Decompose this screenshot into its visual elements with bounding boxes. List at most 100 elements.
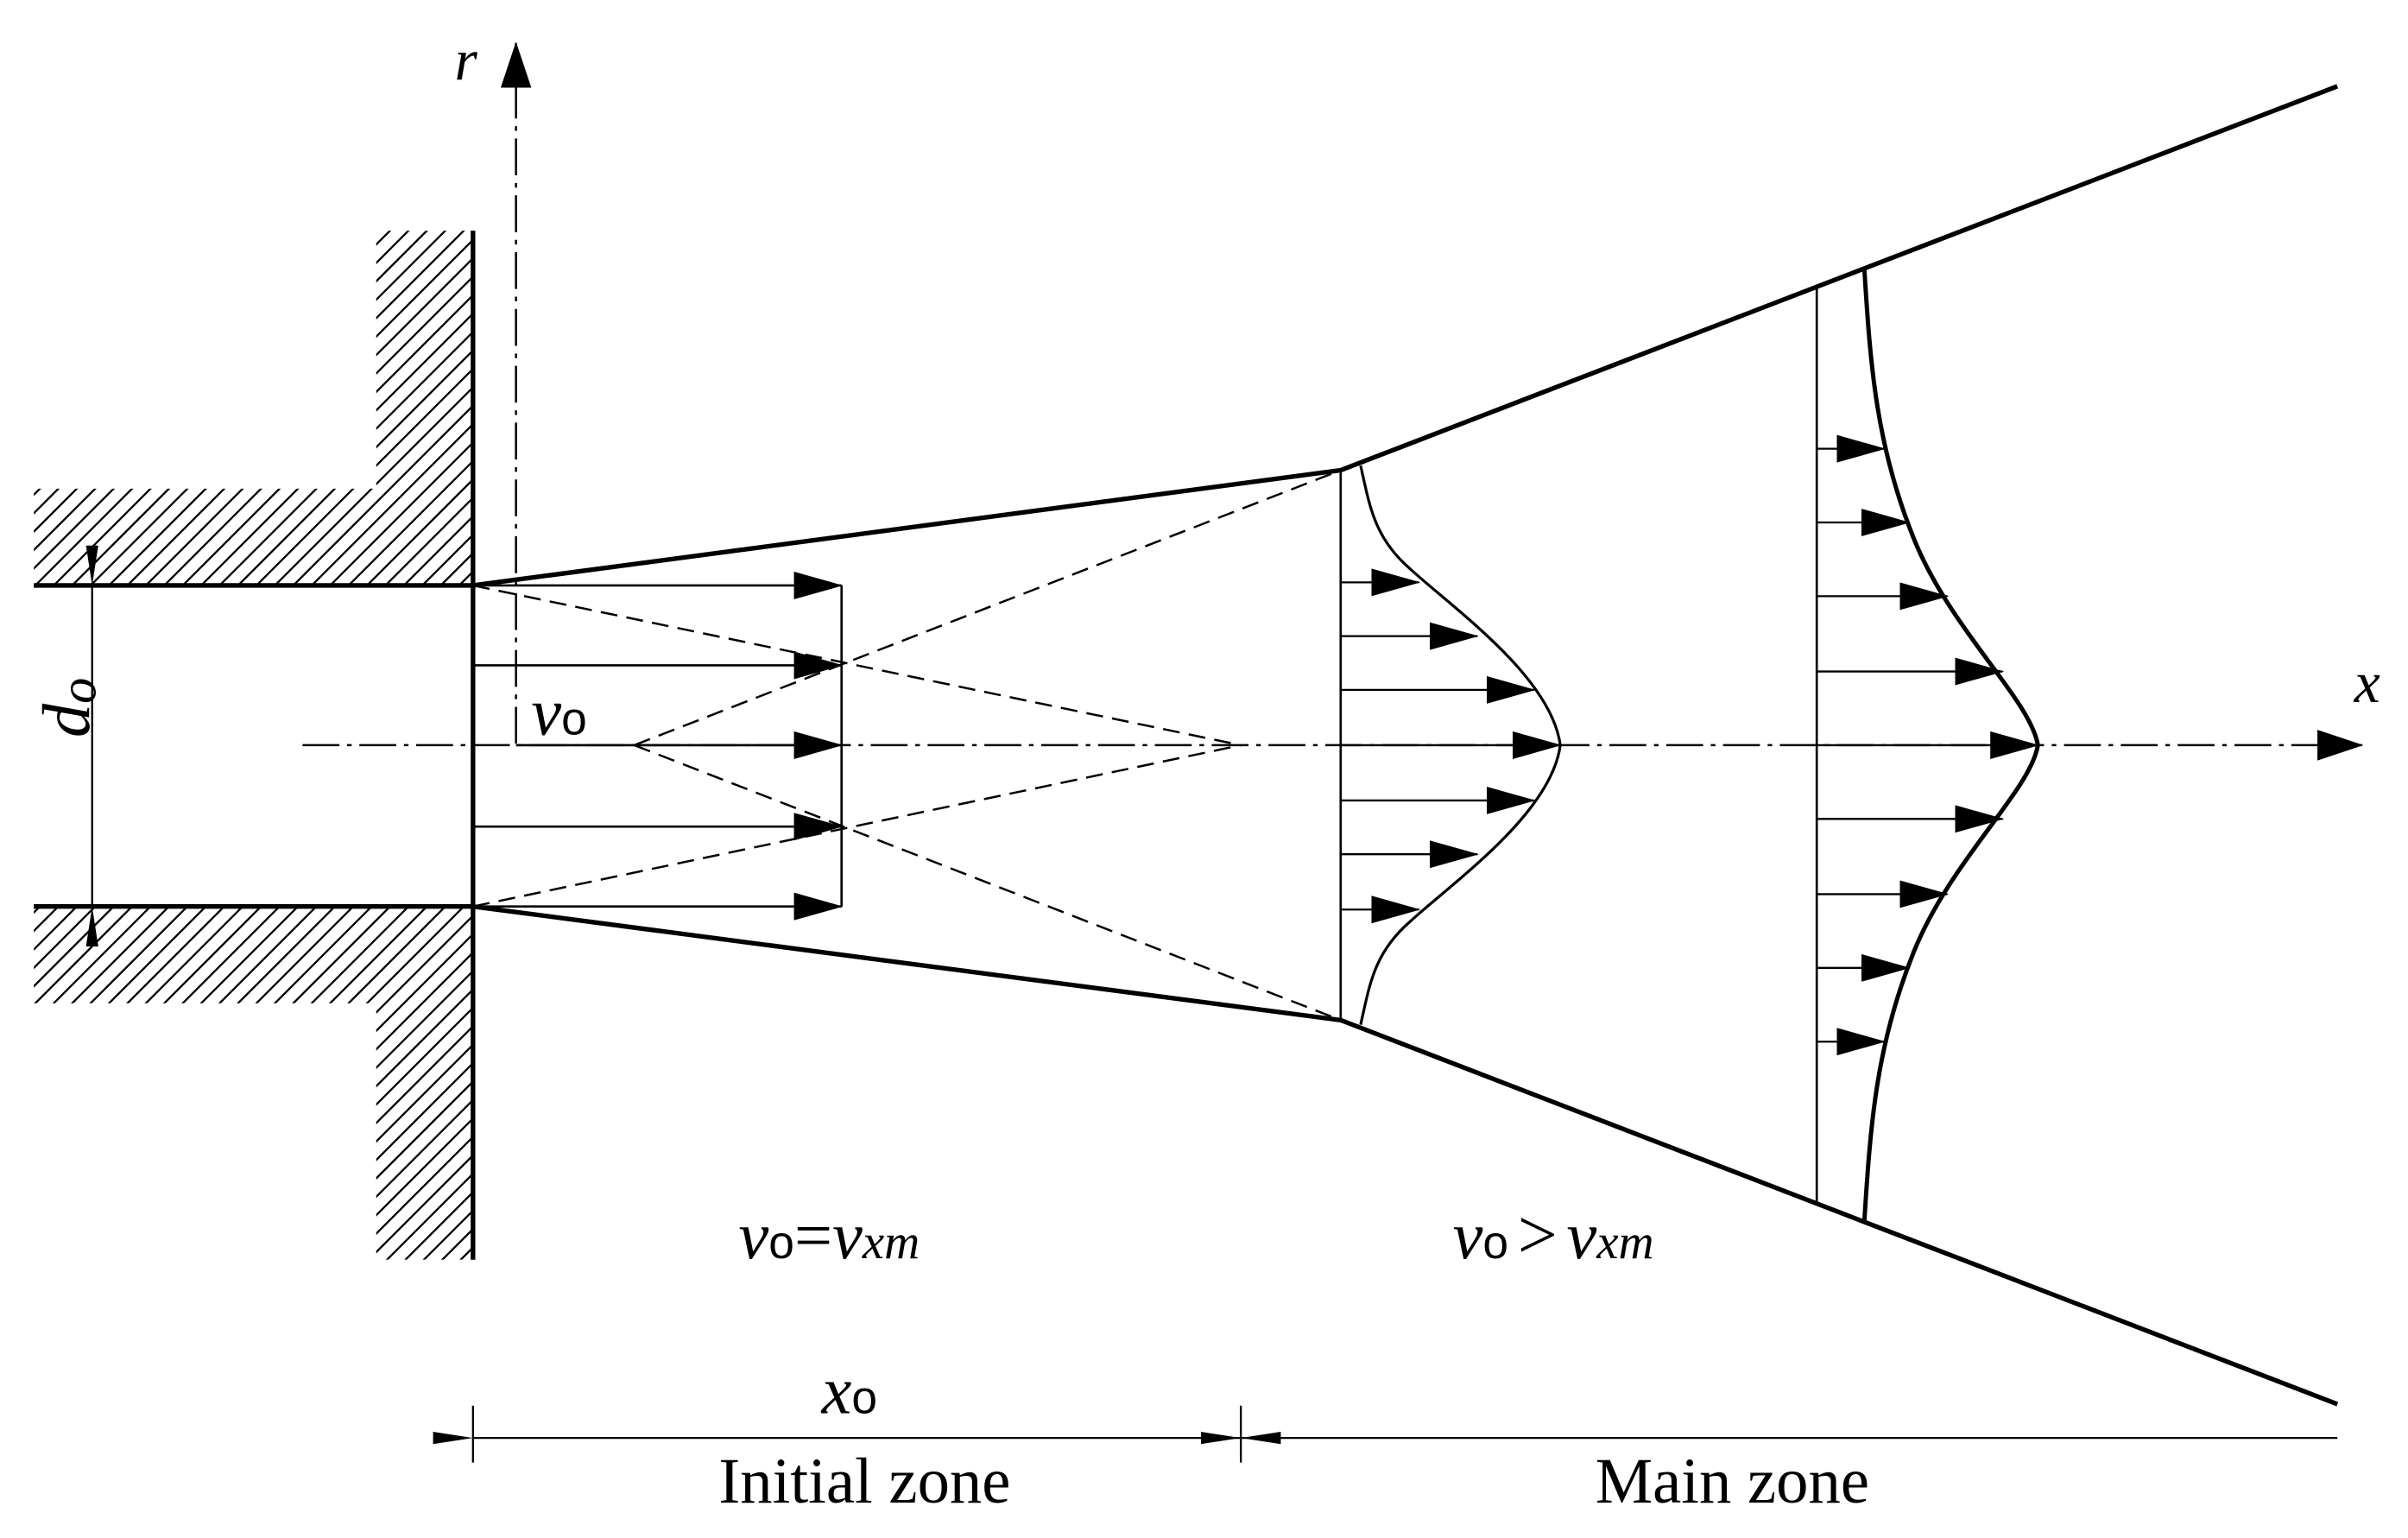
- hatch-line: [426, 231, 473, 585]
- hatch-line: [242, 231, 473, 585]
- hatch-line: [501, 215, 885, 599]
- hatch-line: [370, 906, 473, 1260]
- hatch-line: [352, 231, 473, 585]
- hatch-line: [556, 215, 940, 599]
- hatch-line: [149, 906, 473, 1260]
- hatch-line: [814, 215, 1198, 599]
- hatch-line: [315, 231, 473, 585]
- hatch-line: [34, 231, 111, 585]
- hatch-line: [34, 231, 259, 585]
- hatch-line: [34, 231, 370, 585]
- hatch-line: [34, 906, 38, 1260]
- hatch-line: [34, 906, 130, 1260]
- hatch-line: [574, 215, 958, 599]
- hatch-line: [112, 231, 473, 585]
- initial-zone-length-label: xo: [821, 1353, 877, 1428]
- hatch-line: [315, 906, 473, 1260]
- main-zone-label: Main zone: [1596, 1446, 1869, 1517]
- hatch-line: [685, 215, 1069, 599]
- hatch-line: [869, 215, 1254, 599]
- hatch-line: [167, 906, 473, 1260]
- hatch-line: [167, 231, 473, 585]
- nozzle-wall-lower: [0, 891, 473, 1275]
- hatch-line: [34, 906, 296, 1260]
- hatch-line: [34, 231, 222, 585]
- hatch-line: [34, 231, 314, 585]
- hatch-line: [149, 231, 473, 585]
- jet-boundary-lower: [472, 904, 2339, 1407]
- initial-zone-label: Initial zone: [718, 1446, 1010, 1517]
- initial-velocity-profile: [472, 571, 844, 921]
- core-boundary-lower: [472, 744, 1242, 908]
- hatch-line: [667, 215, 1051, 599]
- hatch-line: [34, 906, 75, 1260]
- hatch-line: [34, 231, 75, 585]
- hatch-line: [0, 891, 18, 1275]
- x-axis-label: x: [2354, 650, 2380, 715]
- hatch-line: [34, 906, 186, 1260]
- hatch-line: [34, 231, 389, 585]
- diameter-label: do: [28, 678, 107, 737]
- hatch-line: [538, 215, 922, 599]
- hatch-line: [205, 906, 473, 1260]
- hatch-line: [34, 231, 167, 585]
- hatch-line: [34, 906, 407, 1260]
- hatch-line: [186, 231, 473, 585]
- hatch-line: [629, 215, 1014, 599]
- hatch-line: [389, 906, 473, 1260]
- hatch-line: [352, 906, 473, 1260]
- hatch-line: [34, 231, 241, 585]
- hatch-line: [445, 231, 473, 585]
- hatch-line: [297, 906, 473, 1260]
- hatch-line: [223, 906, 473, 1260]
- hatch-line: [76, 231, 462, 585]
- hatch-line: [34, 231, 351, 585]
- hatch-line: [593, 215, 977, 599]
- exit-velocity-label: vo: [531, 674, 586, 749]
- hatch-line: [850, 215, 1235, 599]
- hatch-line: [408, 906, 473, 1260]
- hatch-line: [76, 906, 462, 1260]
- hatch-line: [34, 906, 93, 1260]
- hatch-line: [205, 231, 473, 585]
- hatch-line: [34, 231, 38, 585]
- hatch-line: [34, 906, 314, 1260]
- hatch-line: [34, 231, 296, 585]
- hatch-line: [223, 231, 473, 585]
- jet-boundary-upper: [472, 84, 2339, 588]
- main-zone-velocity-profile: [1815, 269, 2040, 1222]
- hatch-line: [57, 906, 444, 1260]
- hatch-line: [722, 215, 1106, 599]
- hatch-line: [370, 231, 473, 585]
- hatch-line: [34, 231, 56, 585]
- hatch-line: [57, 231, 444, 585]
- hatch-line: [795, 215, 1179, 599]
- hatch-line: [242, 906, 473, 1260]
- hatch-line: [389, 231, 473, 585]
- hatch-line: [39, 906, 425, 1260]
- hatch-line: [34, 906, 333, 1260]
- transition-velocity-profile: [1339, 465, 1562, 1026]
- hatch-line: [131, 906, 473, 1260]
- hatch-line: [34, 231, 130, 585]
- hatch-line: [34, 231, 407, 585]
- r-axis-label: r: [454, 28, 477, 93]
- hatch-line: [777, 215, 1161, 599]
- hatch-line: [333, 231, 473, 585]
- nozzle-wall-upper: [0, 215, 1254, 599]
- hatch-line: [519, 215, 903, 599]
- hatch-line: [333, 906, 473, 1260]
- hatch-line: [648, 215, 1033, 599]
- hatch-line: [260, 906, 473, 1260]
- hatch-line: [704, 215, 1088, 599]
- hatch-line: [39, 231, 425, 585]
- hatch-line: [34, 231, 186, 585]
- hatch-line: [297, 231, 473, 585]
- hatch-line: [34, 906, 149, 1260]
- hatch-line: [34, 906, 167, 1260]
- hatch-line: [186, 906, 473, 1260]
- initial-zone-relation: vo=vxm: [739, 1198, 920, 1273]
- hatch-line: [94, 231, 473, 585]
- hatch-line: [0, 215, 18, 599]
